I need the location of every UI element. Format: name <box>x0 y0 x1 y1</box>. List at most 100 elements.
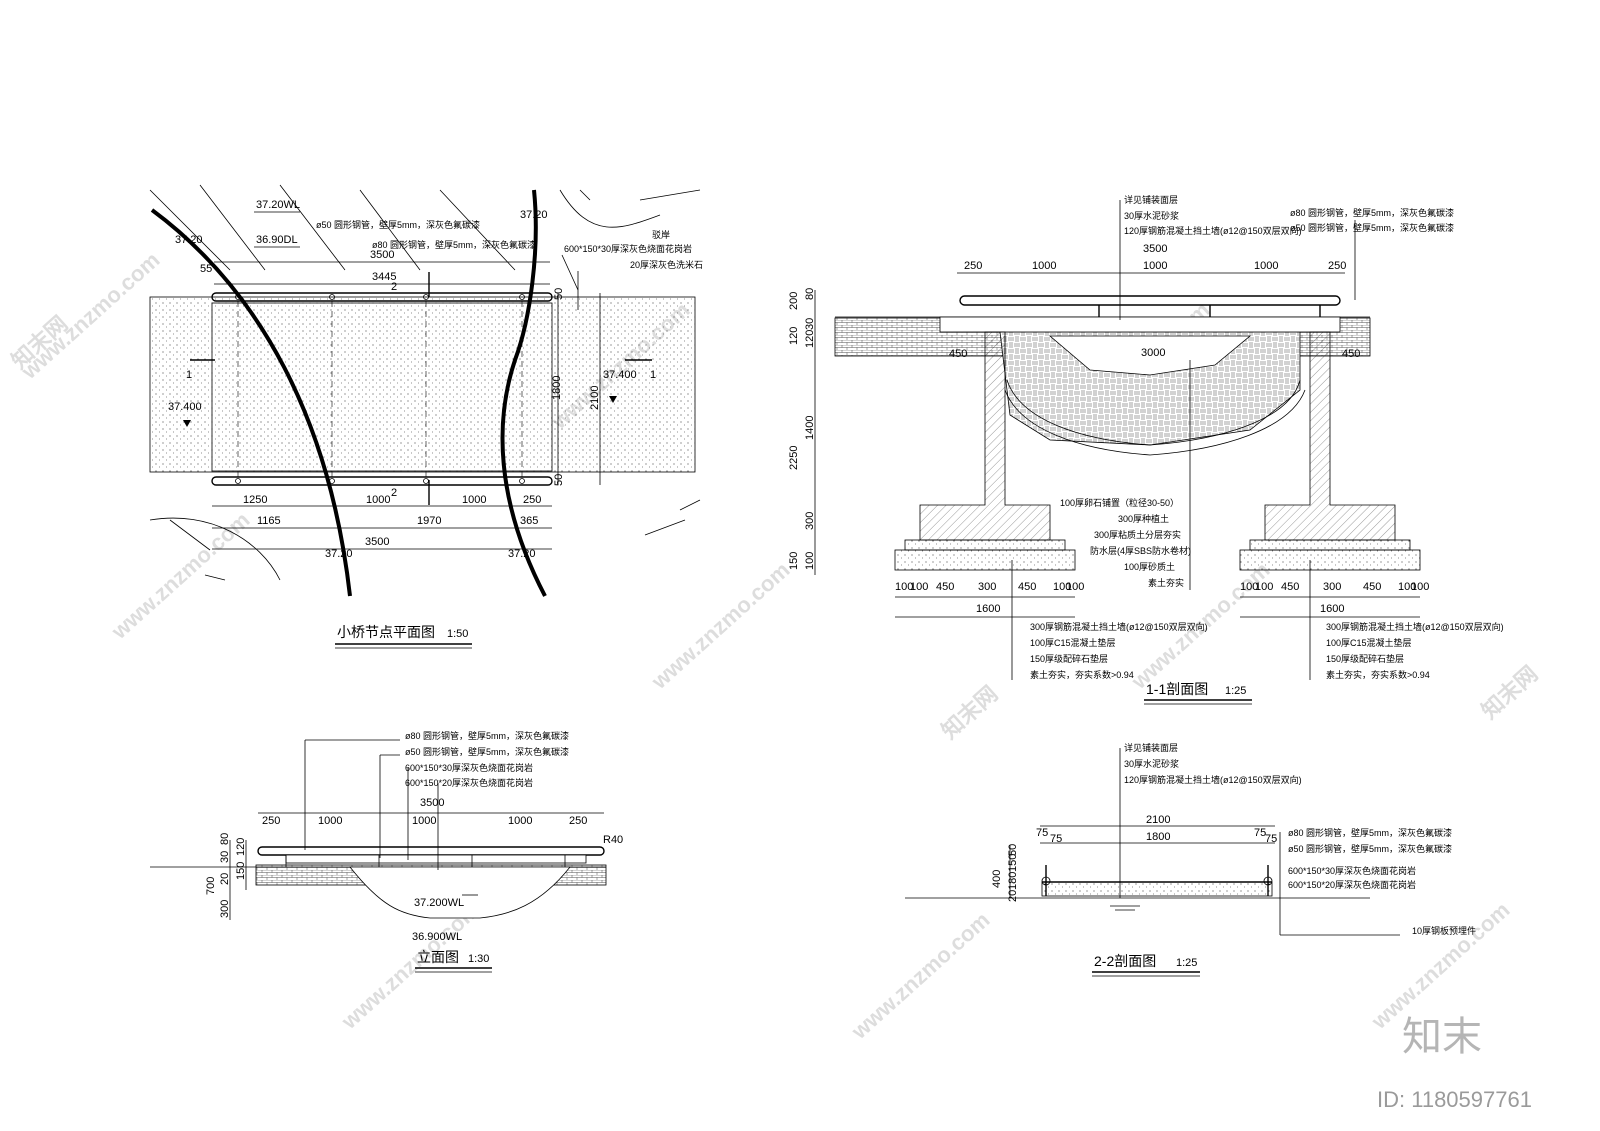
s11-fdim-l-6: 100 <box>1066 581 1084 593</box>
s11-offset-right: 450 <box>1342 348 1360 360</box>
s11-dim-top-1: 1000 <box>1032 260 1056 272</box>
plan-dim-55: 55 <box>200 263 212 275</box>
plan-dim-right-1800: 1800 <box>551 376 563 400</box>
plan-section2-label-top: 2 <box>391 281 397 293</box>
elevation-dim-2: 1000 <box>412 815 436 827</box>
elevation-note-2: 600*150*30厚深灰色烧面花岗岩 <box>405 762 533 773</box>
s11-fdim-l-2: 450 <box>936 581 954 593</box>
plan-scale: 1:50 <box>447 628 468 640</box>
elevation-dim-left-30: 30 <box>219 851 231 863</box>
s11-fdim-r-2: 450 <box>1281 581 1299 593</box>
s11-fdim-r-4: 450 <box>1363 581 1381 593</box>
plan-title: 小桥节点平面图 <box>337 624 435 640</box>
plan-level-left-floor: 37.400 <box>168 401 202 413</box>
elevation-title: 立面图 <box>417 949 459 965</box>
plan-plant-arc <box>149 517 281 581</box>
s22-scale: 1:25 <box>1176 957 1197 969</box>
s11-rail-note-0: ø80 圆形钢管，壁厚5mm，深灰色氟碳漆 <box>1290 207 1454 218</box>
elevation-deck <box>285 854 587 864</box>
section-1-1-view: 详见铺装面层 30厚水泥砂浆 120厚钢筋混凝土挡土墙(ø12@150双层双向)… <box>788 194 1504 705</box>
brand-logo: 知末 <box>1402 1015 1482 1059</box>
s22-dim-left-180: 180 <box>1007 872 1019 890</box>
s11-fdim-r-1: 100 <box>1255 581 1273 593</box>
elevation-dim-4: 250 <box>569 815 587 827</box>
plan-level-edge-tl: 37.20 <box>175 234 203 246</box>
plan-note-pipe50: ø50 圆形钢管，壁厚5mm，深灰色氟碳漆 <box>316 219 480 230</box>
plan-level-wl: 37.20WL <box>256 199 300 211</box>
s22-dim-2100: 2100 <box>1146 814 1170 826</box>
plan-view: 1 1 2 2 37.20WL 36.90DL 37.20 37.20 37.2… <box>149 184 703 649</box>
s22-note-right-2: 600*150*30厚深灰色烧面花岗岩 <box>1288 865 1416 876</box>
s22-dim-left-150: 150 <box>1007 854 1019 872</box>
plan-section2-label-bottom: 2 <box>391 487 397 499</box>
s11-note-top-0: 详见铺装面层 <box>1124 194 1178 205</box>
watermark-brand: 知末网 <box>937 681 1003 744</box>
s11-fdim-r-6: 100 <box>1411 581 1429 593</box>
s11-fnote-l-3: 素土夯实，夯实系数>0.94 <box>1030 669 1134 680</box>
plan-dim-3445: 3445 <box>372 271 396 283</box>
elevation-dim-3: 1000 <box>508 815 532 827</box>
s11-fdim-l-1: 100 <box>910 581 928 593</box>
s11-creek-liner-outer <box>1004 389 1306 456</box>
s11-dim-top-total: 3500 <box>1143 243 1167 255</box>
s22-dim-small-r0: 75 <box>1254 827 1266 839</box>
elevation-view: ø80 圆形钢管，壁厚5mm，深灰色氟碳漆 ø50 圆形钢管，壁厚5mm，深灰色… <box>150 730 623 973</box>
s11-rail-posts <box>1098 305 1321 317</box>
s11-dim-left-80: 80 <box>804 288 816 300</box>
s22-note-right-1: ø50 圆形钢管，壁厚5mm，深灰色氟碳漆 <box>1288 843 1452 854</box>
elevation-note-1: ø50 圆形钢管，壁厚5mm，深灰色氟碳漆 <box>405 746 569 757</box>
s22-note-top-0: 详见铺装面层 <box>1124 742 1178 753</box>
plan-dim-b1-3: 250 <box>523 494 541 506</box>
s11-dim-top-3: 1000 <box>1254 260 1278 272</box>
s11-left-pad <box>904 539 1066 551</box>
s11-deck-slab <box>939 316 1341 333</box>
plan-creek-bank-left <box>150 208 352 597</box>
plan-dim-total: 3500 <box>370 249 394 261</box>
watermark-brand: 知末网 <box>1477 661 1543 724</box>
s22-dim-small-l0: 75 <box>1036 827 1048 839</box>
plan-dim-b-total: 3500 <box>365 536 389 548</box>
s11-dim-top-4: 250 <box>1328 260 1346 272</box>
s11-left-base <box>894 549 1076 571</box>
elevation-note-0: ø80 圆形钢管，壁厚5mm，深灰色氟碳漆 <box>405 730 569 741</box>
plan-rail-posts <box>235 294 525 484</box>
plan-section1-label-right: 1 <box>650 369 656 381</box>
plan-note-bank: 驳岸 <box>652 230 670 240</box>
elevation-scale: 1:30 <box>468 953 489 965</box>
plan-deck-path <box>149 296 696 473</box>
elevation-level-wl: 37.200WL <box>414 897 464 909</box>
plan-dim-b1-0: 1250 <box>243 494 267 506</box>
s22-dim-left-400: 400 <box>991 870 1003 888</box>
plan-section1-label-left: 1 <box>186 369 192 381</box>
plan-dim-right-50a: 50 <box>553 288 565 300</box>
s11-note-top-2: 120厚钢筋混凝土挡土墙(ø12@150双层双向) <box>1124 225 1302 236</box>
s22-note-right-3: 600*150*20厚深灰色烧面花岗岩 <box>1288 879 1416 890</box>
elevation-note-3: 600*150*20厚深灰色烧面花岗岩 <box>405 777 533 788</box>
s22-posts <box>1041 865 1273 896</box>
s11-right-base <box>1239 549 1421 571</box>
s11-fnote-r-3: 素土夯实，夯实系数>0.94 <box>1326 669 1430 680</box>
s22-note-top-2: 120厚钢筋混凝土挡土墙(ø12@150双层双向) <box>1124 774 1302 785</box>
elevation-dim-1: 1000 <box>318 815 342 827</box>
elevation-dim-left-150: 150 <box>235 862 247 880</box>
s11-dim-left-100: 100 <box>804 552 816 570</box>
s11-fdim-l-total: 1600 <box>976 603 1000 615</box>
section-2-2-view: 详见铺装面层 30厚水泥砂浆 120厚钢筋混凝土挡土墙(ø12@150双层双向)… <box>905 742 1476 977</box>
elevation-dim-left-300: 300 <box>219 900 231 918</box>
elevation-dim-total: 3500 <box>420 797 444 809</box>
plan-dim-b2-0: 1165 <box>257 515 281 527</box>
s11-right-pad <box>1249 539 1411 551</box>
s11-fnote-l-1: 100厚C15混凝土垫层 <box>1030 637 1116 648</box>
s11-fdim-l-5: 100 <box>1053 581 1071 593</box>
s11-dim-top-2: 1000 <box>1143 260 1167 272</box>
s22-dim-left-50: 50 <box>1007 844 1019 856</box>
s11-dim-left-2250: 2250 <box>788 446 800 470</box>
s11-dim-left-30: 30 <box>804 318 816 330</box>
s22-dim-small-l1: 75 <box>1050 833 1062 845</box>
watermark-site: www.znzmo.com <box>846 907 995 1044</box>
elevation-radius: R40 <box>603 834 623 846</box>
elevation-dim-left-20: 20 <box>219 873 231 885</box>
watermark-site: www.znzmo.com <box>1366 897 1515 1034</box>
plan-dim-b2-2: 365 <box>520 515 538 527</box>
